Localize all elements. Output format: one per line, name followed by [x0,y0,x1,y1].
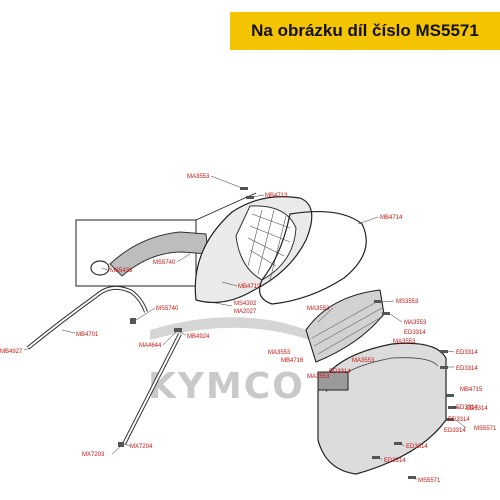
screw-3 [382,312,390,315]
kymco-watermark: KYMCO [148,317,330,407]
page-title: Na obrázku díl číslo MS5571 [251,21,479,40]
label-mb4924[interactable]: MB4924 [187,334,210,340]
label-mb4716[interactable]: MB4716 [281,358,304,364]
label-ed3314-c[interactable]: ED3314 [329,369,351,375]
label-ms5571-b[interactable]: MS5571 [418,478,441,484]
screw-5 [440,366,448,369]
clip-2 [130,318,136,324]
label-mb4713[interactable]: MB4713 [265,193,288,199]
screw-11 [408,476,416,479]
label-ms5571-a[interactable]: MS5571 [474,426,497,432]
label-ma3553[interactable]: MA3553 [187,174,210,180]
air-filter-upper-housing [194,196,313,303]
intake-duct [90,231,209,277]
label-ed3314-g[interactable]: ED3314 [444,428,466,434]
label-mb4701[interactable]: MB4701 [76,332,99,338]
watermark-swoosh [150,317,330,348]
label-mb4714[interactable]: MB4714 [380,215,403,221]
label-ed3314-f[interactable]: ED3314 [448,417,470,423]
label-ms5433[interactable]: MS5433 [110,268,133,274]
screw-9 [394,442,402,445]
label-ed3314-a[interactable]: ED3314 [404,330,426,336]
label-mb4715[interactable]: MB4715 [460,387,483,393]
screw-10 [372,456,380,459]
label-mx7204[interactable]: MX7204 [130,444,153,450]
breather-tube-inner [123,333,181,445]
label-ms3553[interactable]: MS3553 [396,299,419,305]
label-ma3553-f[interactable]: MA3553 [352,358,375,364]
clip-4 [118,442,124,447]
label-mb4712[interactable]: MB4712 [238,284,261,290]
screw-6 [446,394,454,397]
label-ms5740-bottom[interactable]: MS5740 [156,306,179,312]
hose-clamp [90,260,110,276]
outlet-port [317,371,349,391]
screw-8 [446,418,454,421]
label-ma3553-b[interactable]: MA3553 [307,306,330,312]
label-ma4644[interactable]: MA4644 [139,343,162,349]
label-mx7203[interactable]: MX7203 [82,452,105,458]
label-mb4927[interactable]: MB4927 [0,349,23,355]
part-labels: MA3553 MB4713 MB4714 MS5433 MS5740 MB471… [0,174,497,484]
label-ed3314-b[interactable]: ED3314 [456,350,478,356]
title-banner: Na obrázku díl číslo MS5571 [230,12,500,50]
label-ma3553-e[interactable]: MA3553 [268,350,291,356]
label-ma3553-g[interactable]: MA3553 [307,374,330,380]
air-filter-lower-housing [317,342,447,475]
label-ed3314-d[interactable]: ED3314 [456,366,478,372]
filter-gasket [259,210,367,305]
fasteners [118,187,456,479]
label-ms5740-top[interactable]: MS5740 [153,260,176,266]
label-ma2027[interactable]: MA2027 [234,309,257,315]
label-ed3314-e[interactable]: ED3314 [456,405,478,411]
label-ms4302[interactable]: MS4302 [234,301,257,307]
drain-hose-inner [27,286,147,349]
screw-4 [440,350,448,353]
label-ma3553-d[interactable]: MA3553 [393,339,416,345]
clip-3 [174,328,182,332]
label-ma3553-c[interactable]: MA3553 [404,320,427,326]
label-ed3314-h[interactable]: ED3314 [466,406,488,412]
watermark-text: KYMCO [148,366,305,407]
clip-1 [246,196,254,199]
screw-1 [240,187,248,190]
label-ed3314-j[interactable]: ED3314 [384,458,406,464]
screw-7 [448,406,456,409]
label-ed3314-i[interactable]: ED3314 [406,444,428,450]
screw-2 [374,300,382,303]
leader-lines [23,175,467,480]
drain-hose [26,285,148,350]
